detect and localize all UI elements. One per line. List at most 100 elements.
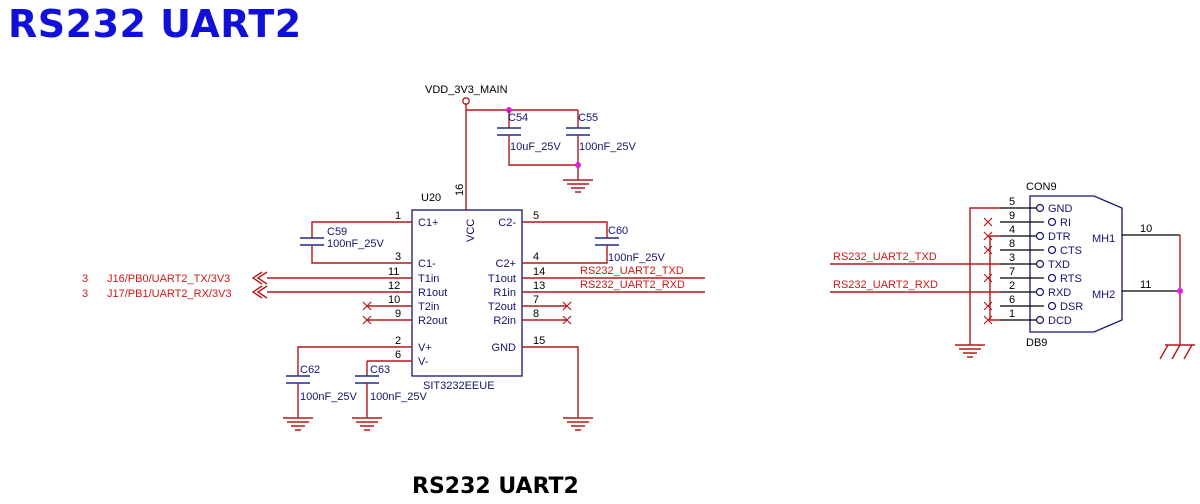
pin-number: 9 xyxy=(395,308,401,320)
pin-number: 6 xyxy=(1009,294,1015,306)
mh1-label: MH1 xyxy=(1092,233,1115,245)
ic-u20-body xyxy=(411,209,523,377)
db9-pin-circles xyxy=(1035,203,1057,325)
pin-number: 15 xyxy=(533,335,545,347)
pin-name: R1in xyxy=(493,287,516,299)
net-label-txd-connector: RS232_UART2_TXD xyxy=(833,251,937,263)
mh2-label: MH2 xyxy=(1092,289,1115,301)
pin-number: 3 xyxy=(395,251,401,263)
mh1-pin-number: 10 xyxy=(1140,223,1152,235)
pin-name: GND xyxy=(492,342,517,354)
cap-c55-value: 100nF_25V xyxy=(579,141,637,153)
offsheet-sheet-number: 3 xyxy=(82,288,88,300)
offsheet-net-label: J17/PB1/UART2_RX/3V3 xyxy=(107,288,232,300)
net-label-txd: RS232_UART2_TXD xyxy=(580,265,684,277)
pin-number: 4 xyxy=(1009,224,1015,236)
pin-name: R2in xyxy=(493,315,516,327)
pin-name: DTR xyxy=(1048,231,1071,243)
pin-name: T1out xyxy=(488,273,516,285)
junction-dot xyxy=(1177,288,1183,294)
net-label-rxd: RS232_UART2_RXD xyxy=(580,279,685,291)
pin-name: V+ xyxy=(418,342,432,354)
ic-left-pin-numbers: 1 3 11 12 10 9 2 6 xyxy=(388,210,401,361)
cap-c60-value: 100nF_25V xyxy=(608,252,666,264)
pin-name: C1- xyxy=(418,258,436,270)
offsheet-arrow-icon xyxy=(251,271,268,285)
pin-name: DCD xyxy=(1048,315,1072,327)
pin-number: 4 xyxy=(533,251,539,263)
page-title: RS232 UART2 xyxy=(8,2,302,46)
db9-pin-numbers: 5 9 4 8 3 7 2 6 1 xyxy=(1009,196,1015,320)
pin-number: 6 xyxy=(395,349,401,361)
mh2-pin-number: 11 xyxy=(1140,279,1151,291)
pin-name: RTS xyxy=(1060,273,1082,285)
pin-number: 2 xyxy=(1009,280,1015,292)
pin-number: 7 xyxy=(1009,266,1015,278)
pin-number: 9 xyxy=(1009,210,1015,222)
ic-left-pin-names: C1+ C1- T1in R1out T2in R2out V+ V- xyxy=(418,217,447,368)
junction-dot xyxy=(575,162,581,168)
pin-number: 1 xyxy=(395,210,401,222)
ic-part-number: SIT3232EEUE xyxy=(423,380,495,392)
ic-right-pin-names: C2- C2+ T1out R1in T2out R2in GND xyxy=(488,217,516,354)
pin-name: DSR xyxy=(1060,301,1083,313)
ic-ref: U20 xyxy=(421,192,441,204)
connector-ref: CON9 xyxy=(1026,181,1057,193)
ic-right-pin-numbers: 5 4 14 13 7 8 15 xyxy=(533,210,545,347)
ic-vcc-pin-number: 16 xyxy=(454,184,466,196)
pin-name: T2in xyxy=(418,301,439,313)
db9-connector-body xyxy=(1029,195,1123,333)
db9-pin-names: GND RI DTR CTS TXD RTS RXD DSR DCD xyxy=(1048,203,1083,327)
ground-icon xyxy=(563,417,593,431)
cap-c55-ref: C55 xyxy=(578,112,598,124)
cap-c63-value: 100nF_25V xyxy=(370,391,428,403)
chassis-ground-icon xyxy=(1159,344,1195,360)
offsheet-sheet-number: 3 xyxy=(82,273,88,285)
offsheet-arrow-icon xyxy=(251,285,268,299)
pin-number: 13 xyxy=(533,280,545,292)
db9-no-connect-marks xyxy=(983,217,993,325)
ground-icon xyxy=(283,417,313,431)
pin-number: 2 xyxy=(395,335,401,347)
ground-icon xyxy=(563,179,593,193)
cap-c54-ref: C54 xyxy=(508,112,528,124)
pin-name: R2out xyxy=(418,315,447,327)
pin-name: T1in xyxy=(418,273,439,285)
pin-name: RI xyxy=(1060,217,1071,229)
pin-name: C2- xyxy=(498,217,516,229)
pin-number: 8 xyxy=(533,308,539,320)
ic-vcc-label: VCC xyxy=(465,219,477,242)
pin-name: C2+ xyxy=(496,258,517,270)
net-label-rxd-connector: RS232_UART2_RXD xyxy=(833,279,938,291)
pin-name: CTS xyxy=(1060,245,1082,257)
pin-number: 7 xyxy=(533,294,539,306)
pin-number: 5 xyxy=(1009,196,1015,208)
pin-name: V- xyxy=(418,356,429,368)
offsheet-tx[interactable]: 3 J16/PB0/UART2_TX/3V3 xyxy=(82,271,268,285)
cap-c59-ref: C59 xyxy=(327,226,347,238)
connector-part: DB9 xyxy=(1026,337,1047,349)
pin-number: 12 xyxy=(388,280,400,292)
power-port-icon xyxy=(462,97,470,105)
cap-c63-ref: C63 xyxy=(370,364,390,376)
cap-c54-value: 10uF_25V xyxy=(510,141,561,153)
cap-c60-ref: C60 xyxy=(608,225,628,237)
footer-title: RS232 UART2 xyxy=(412,474,579,499)
pin-number: 10 xyxy=(388,294,400,306)
offsheet-rx[interactable]: 3 J17/PB1/UART2_RX/3V3 xyxy=(82,285,268,300)
pin-number: 8 xyxy=(1009,238,1015,250)
pin-number: 14 xyxy=(533,266,545,278)
no-connect-marks xyxy=(362,301,572,325)
pin-number: 11 xyxy=(388,266,399,278)
pin-number: 5 xyxy=(533,210,539,222)
ground-icon xyxy=(955,344,985,358)
pin-name: RXD xyxy=(1048,287,1071,299)
pin-name: T2out xyxy=(488,301,516,313)
pin-name: R1out xyxy=(418,287,447,299)
power-net-label: VDD_3V3_MAIN xyxy=(425,84,508,96)
pin-name: TXD xyxy=(1048,259,1070,271)
cap-c62-ref: C62 xyxy=(300,364,320,376)
pin-name: C1+ xyxy=(418,217,439,229)
ground-icon xyxy=(352,417,382,431)
